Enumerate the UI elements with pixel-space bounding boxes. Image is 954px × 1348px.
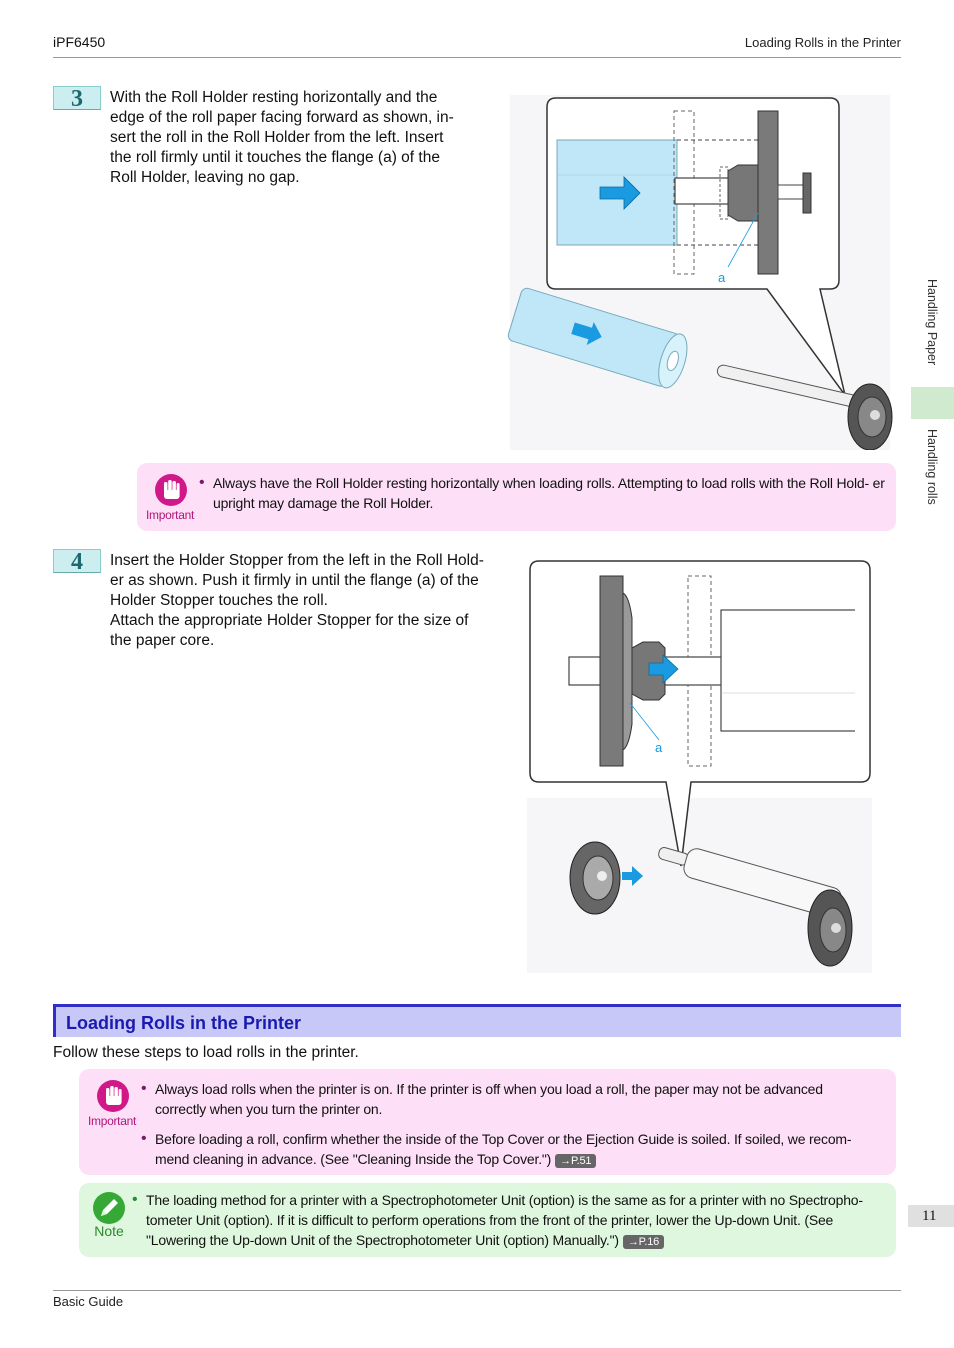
step-4-illustration: a [527,560,872,973]
header-rule [53,57,901,58]
step-4-line: the paper core. [110,632,215,649]
note-label: Note [94,1223,124,1239]
important-label: Important [146,508,194,522]
note-item-text: The loading method for a printer with a … [146,1192,863,1248]
important-callout: Important • Always have the Roll Holder … [137,463,896,531]
side-tab-handling-paper[interactable]: Handling Paper [911,275,954,380]
step-3-line: sert the roll in the Roll Holder from th… [110,129,444,146]
important-hand-icon [97,1080,129,1112]
section-heading-bar: Loading Rolls in the Printer [53,1004,901,1037]
note-callout: Note • The loading method for a printer … [79,1183,896,1257]
side-tab-label: Handling rolls [925,429,939,505]
step-4-line: Insert the Holder Stopper from the left … [110,552,484,569]
important-item: • Always have the Roll Holder resting ho… [199,473,889,513]
step-4-line: Holder Stopper touches the roll. [110,592,328,609]
important-label: Important [88,1114,136,1128]
important-item: • Before loading a roll, confirm whether… [141,1129,876,1169]
side-tab-active-marker [911,387,954,419]
section-title: Loading Rolls in the Printer [66,1013,302,1033]
step-3-line: With the Roll Holder resting horizontall… [110,89,438,106]
page-reference-link[interactable]: →P.51 [555,1154,597,1168]
important-item: • Always load rolls when the printer is … [141,1079,876,1119]
model-name: iPF6450 [53,34,106,50]
bullet-icon: • [141,1130,147,1147]
step-3-line: the roll firmly until it touches the fla… [110,149,440,166]
section-intro: Follow these steps to load rolls in the … [53,1044,359,1061]
running-header: Loading Rolls in the Printer [744,35,901,50]
footer-rule [53,1290,901,1291]
step-3-line: edge of the roll paper facing forward as… [110,109,454,126]
important-item-text: Before loading a roll, confirm whether t… [155,1131,852,1167]
step-3-text: With the Roll Holder resting horizontall… [110,88,490,188]
footer-title: Basic Guide [53,1294,124,1309]
step-4-text: Insert the Holder Stopper from the left … [110,551,520,651]
bullet-icon: • [141,1080,147,1097]
side-tab-handling-rolls[interactable]: Handling rolls [911,425,954,525]
bullet-icon: • [132,1191,138,1208]
note-item: • The loading method for a printer with … [132,1190,884,1250]
step-3-flange-label: a [718,270,726,285]
important-hand-icon [155,474,187,506]
step-4-number: 4 [53,549,101,574]
step-4-line: Attach the appropriate Holder Stopper fo… [110,612,469,629]
side-tab-label: Handling Paper [925,279,939,366]
important-item-text: Always have the Roll Holder resting hori… [213,475,885,511]
page-number: 11 [908,1205,954,1227]
step-3-illustration: a [507,95,893,450]
step-3-number: 3 [53,86,101,111]
step-4-line: er as shown. Push it firmly in until the… [110,572,479,589]
bullet-icon: • [199,474,205,491]
note-pencil-icon [93,1192,125,1224]
step-3-line: Roll Holder, leaving no gap. [110,169,300,186]
step-4-flange-label: a [655,740,663,755]
important-callout-2: Important • Always load rolls when the p… [79,1069,896,1175]
page-reference-link[interactable]: →P.16 [622,1235,665,1249]
important-item-text: Always load rolls when the printer is on… [155,1081,823,1117]
